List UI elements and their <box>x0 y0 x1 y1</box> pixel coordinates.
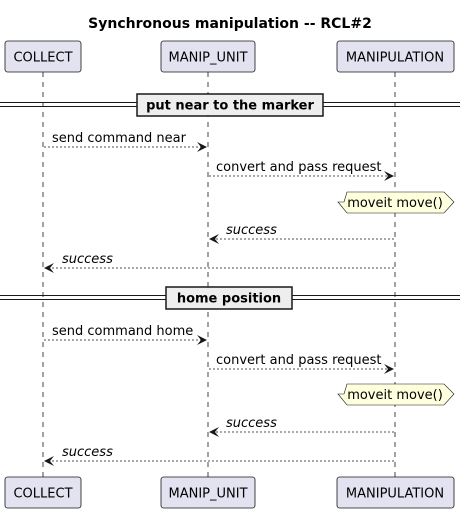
participant-label: COLLECT <box>13 51 72 66</box>
message-label: success <box>62 252 113 267</box>
diagram-title: Synchronous manipulation -- RCL#2 <box>88 16 372 32</box>
participant-manipulation-top: MANIPULATION <box>336 40 455 73</box>
participant-collect-bottom: COLLECT <box>4 476 82 509</box>
participant-label: MANIPULATION <box>346 51 444 66</box>
message-success-4: success <box>44 445 394 466</box>
message-send-command-near: send command near <box>44 131 207 152</box>
participant-manipulation-bottom: MANIPULATION <box>336 476 455 509</box>
message-label: send command near <box>52 131 187 146</box>
note-moveit-1: moveit move() <box>337 191 455 214</box>
message-success-1: success <box>209 223 394 244</box>
divider-home-position: home position <box>0 286 460 310</box>
message-label: convert and pass request <box>216 160 382 175</box>
participant-collect-top: COLLECT <box>4 40 82 73</box>
message-label: send command home <box>52 324 193 339</box>
divider-label: put near to the marker <box>146 99 314 114</box>
message-success-2: success <box>44 252 394 273</box>
participant-label: COLLECT <box>13 487 72 502</box>
message-success-3: success <box>209 416 394 437</box>
participant-manip-unit-top: MANIP_UNIT <box>160 40 256 73</box>
participant-label: MANIP_UNIT <box>168 487 247 502</box>
message-send-command-home: send command home <box>44 324 207 345</box>
participant-label: MANIP_UNIT <box>168 51 247 66</box>
message-label: success <box>62 445 113 460</box>
participant-manip-unit-bottom: MANIP_UNIT <box>160 476 256 509</box>
message-label: success <box>226 416 277 431</box>
note-label: moveit move() <box>347 196 443 211</box>
divider-put-near: put near to the marker <box>0 93 460 117</box>
note-label: moveit move() <box>347 388 443 403</box>
message-convert-request-2: convert and pass request <box>209 353 394 374</box>
participant-label: MANIPULATION <box>346 487 444 502</box>
message-label: convert and pass request <box>216 353 382 368</box>
divider-label: home position <box>177 292 281 307</box>
note-moveit-2: moveit move() <box>337 383 455 406</box>
message-convert-request-1: convert and pass request <box>209 160 394 181</box>
message-label: success <box>226 223 277 238</box>
